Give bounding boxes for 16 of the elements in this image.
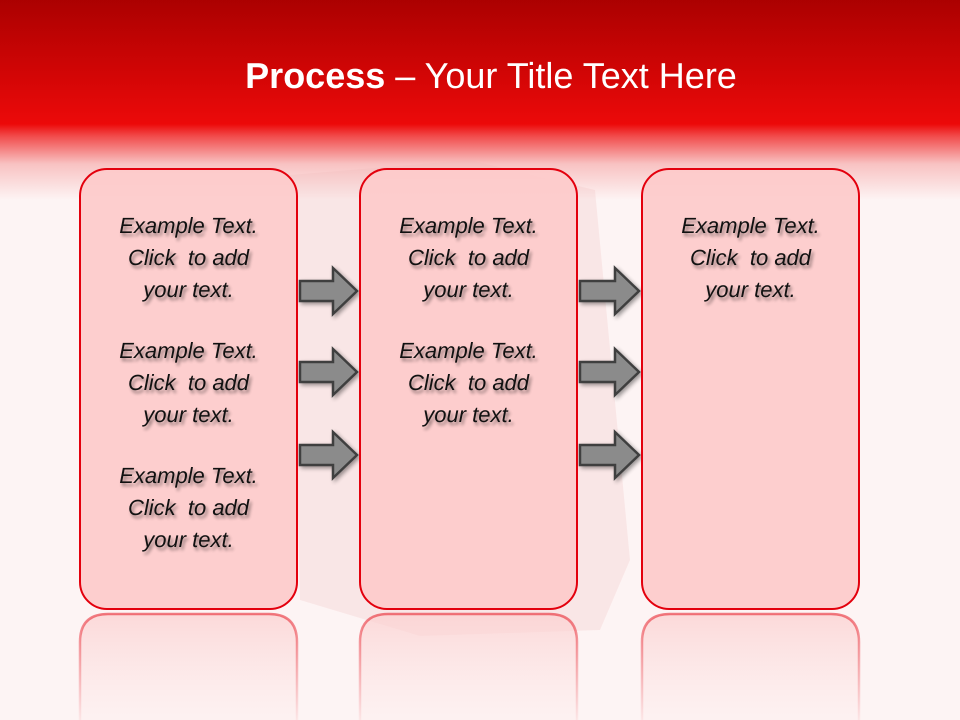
body-text: Example Text. Click to add your text. xyxy=(118,462,259,554)
body-text: Example Text. Click to add your text. xyxy=(680,212,821,304)
block-arrow xyxy=(298,346,359,398)
block-arrow xyxy=(578,346,641,398)
block-arrow xyxy=(298,265,359,317)
process-box xyxy=(359,168,578,610)
slide-title: Process – Your Title Text Here xyxy=(244,54,738,98)
body-text: Example Text. Click to add your text. xyxy=(118,337,259,429)
body-text: Example Text. Click to add your text. xyxy=(398,337,539,429)
block-arrow xyxy=(578,429,641,481)
block-arrow xyxy=(578,265,641,317)
process-box xyxy=(79,168,298,610)
body-text: Example Text. Click to add your text. xyxy=(118,212,259,304)
process-box xyxy=(641,168,860,610)
block-arrow xyxy=(298,429,359,481)
body-text: Example Text. Click to add your text. xyxy=(398,212,539,304)
